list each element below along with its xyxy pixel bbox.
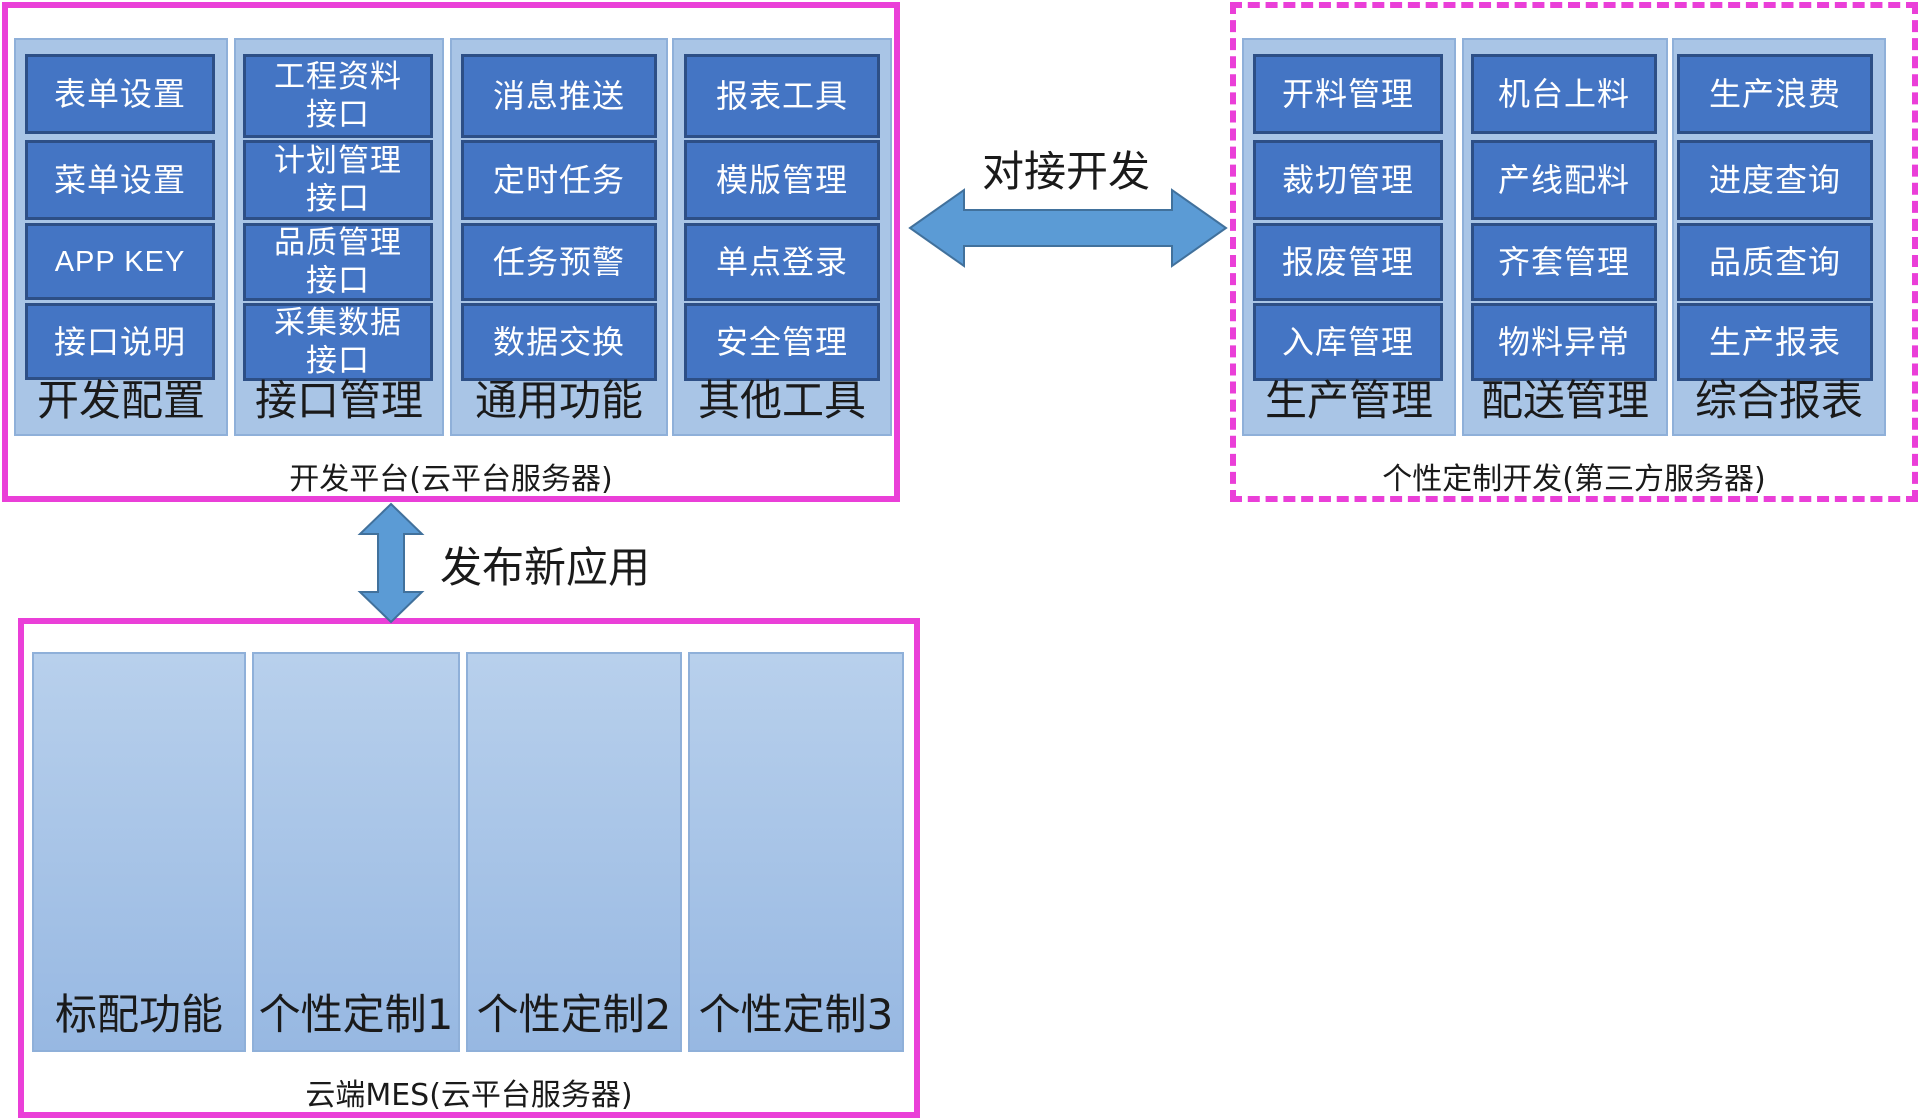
item-kit-management[interactable]: 齐套管理 [1471, 223, 1657, 301]
item-task-alerts[interactable]: 任务预警 [461, 223, 657, 301]
item-trimming-management[interactable]: 裁切管理 [1253, 140, 1443, 220]
item-machine-loading[interactable]: 机台上料 [1471, 54, 1657, 134]
item-collection-api[interactable]: 采集数据 接口 [243, 303, 433, 381]
mes-column-custom-3: 个性定制3 [688, 652, 904, 1052]
item-production-report[interactable]: 生产报表 [1677, 303, 1873, 381]
dev-platform-label: 开发平台(云平台服务器) [289, 462, 613, 497]
double-arrow-vertical-icon [357, 502, 425, 624]
connector-label-integration: 对接开发 [982, 147, 1151, 196]
column-title-other-tools: 其他工具 [697, 376, 866, 425]
dev-column-config: 表单设置 菜单设置 APP KEY 接口说明 开发配置 [14, 38, 228, 436]
item-single-sign-on[interactable]: 单点登录 [684, 223, 880, 301]
custom-dev-label: 个性定制开发(第三方服务器) [1382, 462, 1766, 497]
item-quality-query[interactable]: 品质查询 [1677, 223, 1873, 301]
item-line-material-prep[interactable]: 产线配料 [1471, 140, 1657, 220]
connector-label-publish: 发布新应用 [440, 543, 651, 592]
column-title-production-management: 生产管理 [1264, 376, 1433, 425]
mes-title-custom-2: 个性定制2 [476, 990, 672, 1039]
item-message-push[interactable]: 消息推送 [461, 54, 657, 138]
dev-column-tools: 报表工具 模版管理 单点登录 安全管理 其他工具 [672, 38, 892, 436]
dev-column-common: 消息推送 定时任务 任务预警 数据交换 通用功能 [450, 38, 668, 436]
mes-column-custom-2: 个性定制2 [466, 652, 682, 1052]
custom-column-reports: 生产浪费 进度查询 品质查询 生产报表 综合报表 [1672, 38, 1886, 436]
mes-title-standard: 标配功能 [54, 990, 223, 1039]
cloud-mes-frame: 标配功能 个性定制1 个性定制2 个性定制3 云端MES(云平台服务器) [18, 618, 920, 1118]
item-report-tools[interactable]: 报表工具 [684, 54, 880, 138]
item-quality-api[interactable]: 品质管理 接口 [243, 223, 433, 301]
item-scrap-management[interactable]: 报废管理 [1253, 223, 1443, 301]
dev-platform-frame: 表单设置 菜单设置 APP KEY 接口说明 开发配置 工程资料 接口 计划管理… [2, 2, 900, 502]
item-progress-query[interactable]: 进度查询 [1677, 140, 1873, 220]
column-title-api-management: 接口管理 [254, 376, 423, 425]
column-title-comprehensive-reports: 综合报表 [1694, 376, 1863, 425]
item-data-exchange[interactable]: 数据交换 [461, 303, 657, 381]
mes-title-custom-1: 个性定制1 [258, 990, 454, 1039]
double-arrow-horizontal-icon [908, 188, 1228, 268]
column-title-common-functions: 通用功能 [474, 376, 643, 425]
dev-column-api: 工程资料 接口 计划管理 接口 品质管理 接口 采集数据 接口 接口管理 [234, 38, 444, 436]
item-api-docs[interactable]: 接口说明 [25, 303, 215, 380]
cloud-mes-label: 云端MES(云平台服务器) [305, 1078, 633, 1113]
custom-column-production: 开料管理 裁切管理 报废管理 入库管理 生产管理 [1242, 38, 1456, 436]
item-engineering-api[interactable]: 工程资料 接口 [243, 54, 433, 138]
item-security-management[interactable]: 安全管理 [684, 303, 880, 381]
column-title-dev-config: 开发配置 [36, 376, 205, 425]
item-app-key[interactable]: APP KEY [25, 223, 215, 300]
column-title-delivery-management: 配送管理 [1480, 376, 1649, 425]
item-menu-settings[interactable]: 菜单设置 [25, 140, 215, 220]
custom-column-delivery: 机台上料 产线配料 齐套管理 物料异常 配送管理 [1462, 38, 1668, 436]
item-material-exceptions[interactable]: 物料异常 [1471, 303, 1657, 381]
item-scheduled-tasks[interactable]: 定时任务 [461, 140, 657, 220]
custom-dev-frame: 开料管理 裁切管理 报废管理 入库管理 生产管理 机台上料 产线配料 齐套管理 … [1230, 2, 1918, 502]
item-cutting-management[interactable]: 开料管理 [1253, 54, 1443, 134]
item-production-waste[interactable]: 生产浪费 [1677, 54, 1873, 134]
mes-title-custom-3: 个性定制3 [698, 990, 894, 1039]
mes-column-standard: 标配功能 [32, 652, 246, 1052]
item-warehousing-management[interactable]: 入库管理 [1253, 303, 1443, 381]
item-template-management[interactable]: 模版管理 [684, 140, 880, 220]
item-form-settings[interactable]: 表单设置 [25, 54, 215, 134]
item-planning-api[interactable]: 计划管理 接口 [243, 140, 433, 220]
mes-column-custom-1: 个性定制1 [252, 652, 460, 1052]
